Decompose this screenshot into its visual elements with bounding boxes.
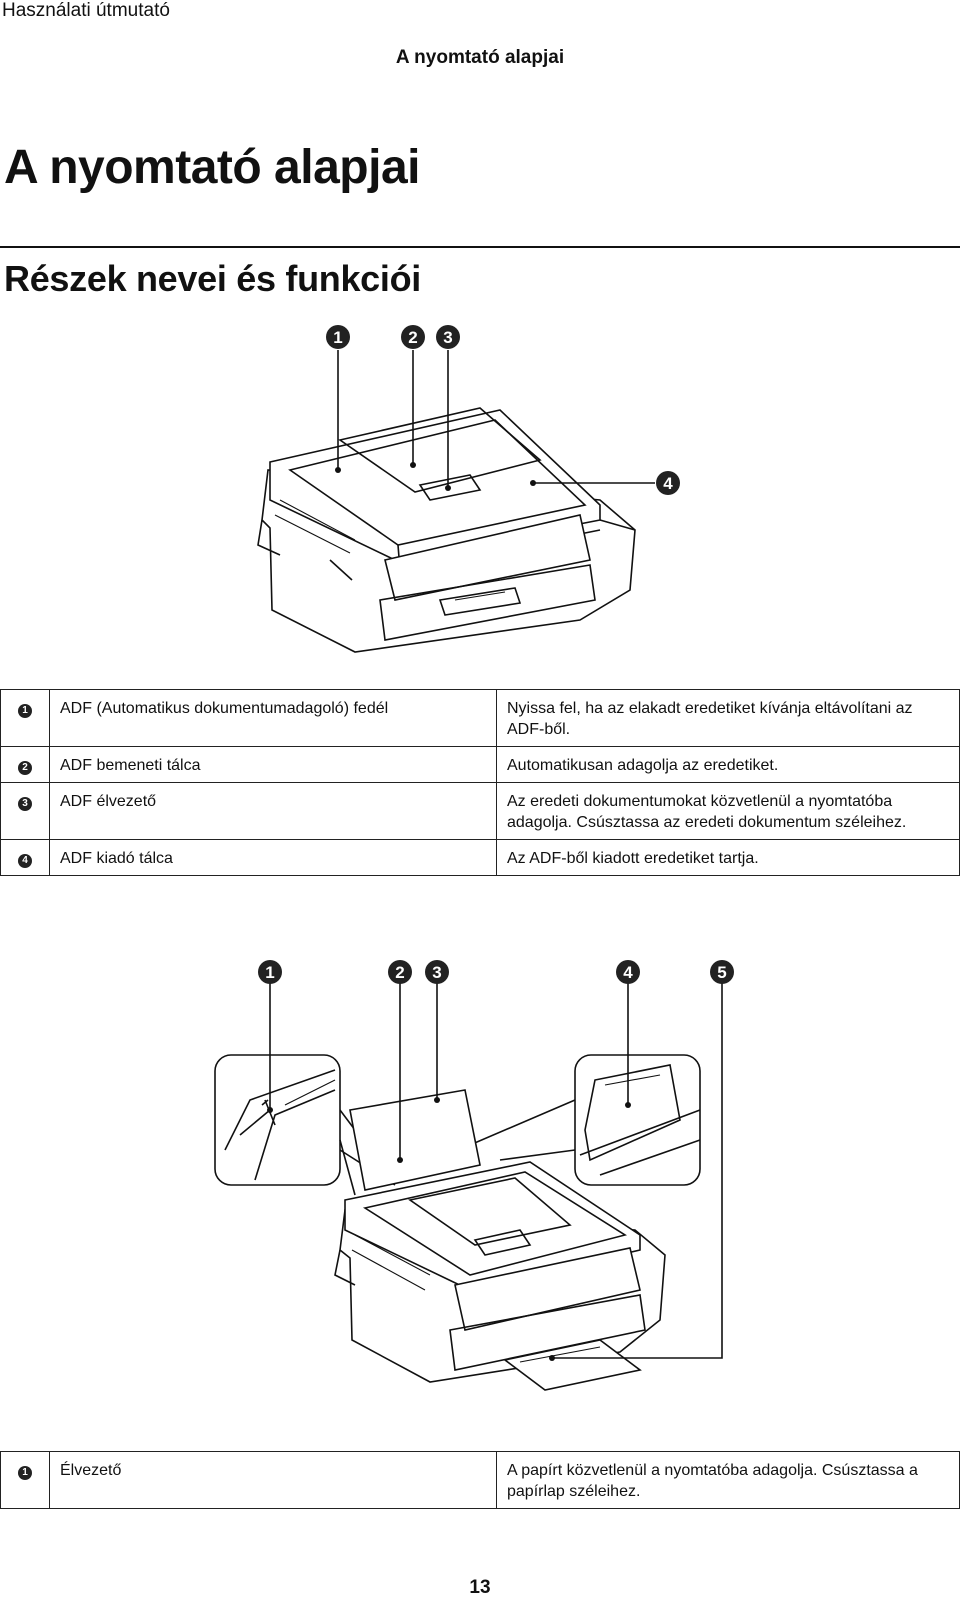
- section-header: A nyomtató alapjai: [395, 47, 565, 68]
- part-name: ADF bemeneti tálca: [49, 746, 497, 783]
- part-description: Az ADF-ből kiadott eredetiket tartja.: [496, 839, 960, 876]
- svg-text:1: 1: [333, 328, 342, 347]
- callout-1: 1: [326, 325, 350, 349]
- row-number: 4: [18, 854, 32, 868]
- part-description: Nyissa fel, ha az elakadt eredetiket kív…: [496, 689, 960, 747]
- callout-2: 2: [388, 960, 412, 984]
- parts-table-feeder: 1 Élvezető A papírt közvetlenül a nyomta…: [0, 1451, 960, 1509]
- title-divider: [0, 246, 960, 248]
- row-number: 1: [18, 704, 32, 718]
- part-name: ADF kiadó tálca: [49, 839, 497, 876]
- svg-text:5: 5: [717, 963, 726, 982]
- section-title: Részek nevei és funkciói: [4, 258, 421, 299]
- table-row: 3 ADF élvezető Az eredeti dokumentumokat…: [0, 782, 960, 840]
- svg-text:3: 3: [432, 963, 441, 982]
- row-number: 1: [18, 1466, 32, 1480]
- running-head: Használati útmutató: [2, 0, 170, 21]
- part-description: Automatikusan adagolja az eredetiket.: [496, 746, 960, 783]
- part-description: Az eredeti dokumentumokat közvetlenül a …: [496, 782, 960, 840]
- part-description: A papírt közvetlenül a nyomtatóba adagol…: [496, 1451, 960, 1509]
- table-row: 1 ADF (Automatikus dokumentumadagoló) fe…: [0, 689, 960, 747]
- part-name: Élvezető: [49, 1451, 497, 1509]
- callout-5: 5: [710, 960, 734, 984]
- row-number: 2: [18, 761, 32, 775]
- printer-illustration-feeder: 1 2 3 4 5: [214, 960, 734, 1391]
- svg-text:1: 1: [265, 963, 274, 982]
- svg-text:2: 2: [395, 963, 404, 982]
- svg-text:2: 2: [408, 328, 417, 347]
- page-number: 13: [469, 1577, 491, 1598]
- printer-drawing: [214, 1054, 701, 1391]
- table-row: 1 Élvezető A papírt közvetlenül a nyomta…: [0, 1451, 960, 1509]
- parts-table-adf: 1 ADF (Automatikus dokumentumadagoló) fe…: [0, 689, 960, 876]
- part-name: ADF (Automatikus dokumentumadagoló) fedé…: [49, 689, 497, 747]
- table-row: 2 ADF bemeneti tálca Automatikusan adago…: [0, 746, 960, 783]
- printer-illustration-adf: 1 2 3 4: [257, 325, 680, 653]
- part-name: ADF élvezető: [49, 782, 497, 840]
- svg-text:3: 3: [443, 328, 452, 347]
- callout-1: 1: [258, 960, 282, 984]
- callout-4: 4: [616, 960, 640, 984]
- svg-text:4: 4: [623, 963, 633, 982]
- callout-4: 4: [656, 471, 680, 495]
- callout-3: 3: [436, 325, 460, 349]
- chapter-title: A nyomtató alapjai: [4, 141, 420, 194]
- row-number: 3: [18, 797, 32, 811]
- callout-3: 3: [425, 960, 449, 984]
- svg-text:4: 4: [663, 474, 673, 493]
- printer-drawing: [257, 407, 636, 653]
- callout-2: 2: [401, 325, 425, 349]
- table-row: 4 ADF kiadó tálca Az ADF-ből kiadott ere…: [0, 839, 960, 876]
